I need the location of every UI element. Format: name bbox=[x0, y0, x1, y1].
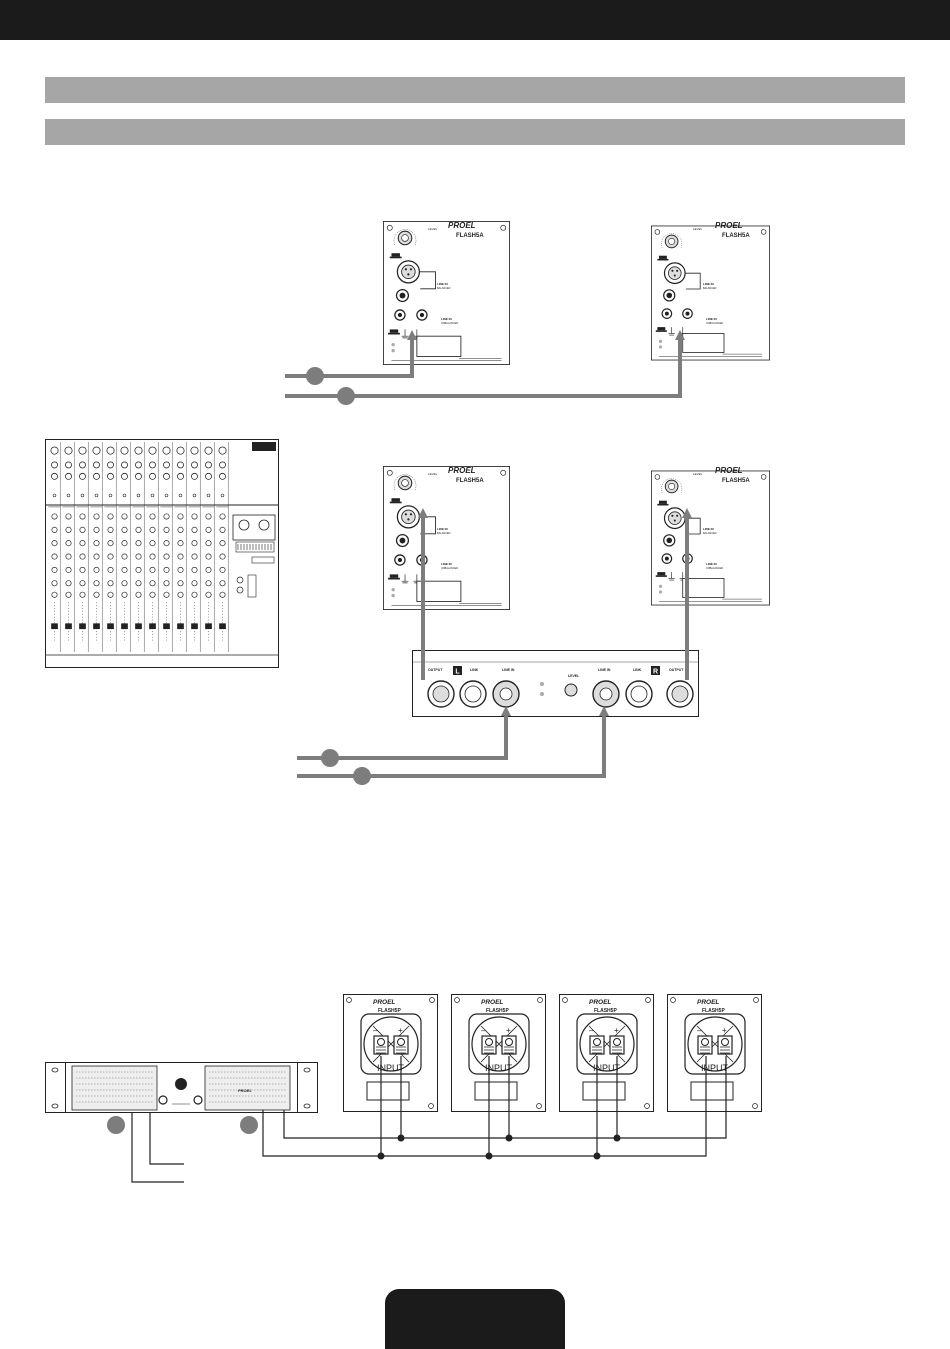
svg-text:BALANCED: BALANCED bbox=[703, 287, 717, 290]
arrow-icon bbox=[418, 508, 428, 518]
svg-text:UNBALANCED: UNBALANCED bbox=[441, 567, 458, 570]
speaker-brand: PROEL bbox=[481, 999, 503, 1006]
speaker-model: FLASH5A bbox=[456, 233, 484, 239]
cable-label-dot bbox=[240, 1116, 258, 1134]
arrow-icon bbox=[501, 706, 511, 716]
passive-speaker-4: PROEL FLASH5P – + INPUT bbox=[667, 994, 762, 1112]
passive-speaker-3: PROEL FLASH5P – + INPUT bbox=[559, 994, 654, 1112]
junction-dot bbox=[397, 1134, 405, 1142]
svg-text:+: + bbox=[722, 1026, 727, 1035]
junction-dot bbox=[593, 1152, 601, 1160]
svg-text:L: L bbox=[455, 669, 460, 676]
junction-dot bbox=[377, 1152, 385, 1160]
cables-top bbox=[285, 336, 682, 398]
speaker-brand: PROEL bbox=[589, 999, 611, 1006]
svg-text:LINE IN: LINE IN bbox=[706, 317, 717, 321]
svg-text:UNBALANCED: UNBALANCED bbox=[706, 322, 723, 325]
svg-text:R: R bbox=[653, 669, 658, 676]
speaker-left-middle: PROEL FLASH5A LEVEL LINE IN BALANCED LIN… bbox=[383, 465, 510, 611]
arrow-icon bbox=[682, 508, 692, 518]
speaker-model: FLASH5P bbox=[486, 1008, 509, 1014]
svg-text:LINK: LINK bbox=[470, 668, 479, 672]
svg-text:+: + bbox=[614, 1026, 619, 1035]
passive-speaker-2: PROEL FLASH5P – + INPUT bbox=[451, 994, 546, 1112]
svg-text:–: – bbox=[481, 1026, 486, 1035]
passive-speaker-1: PROEL FLASH5P – + INPUT bbox=[343, 994, 438, 1112]
junction-dot bbox=[485, 1152, 493, 1160]
speaker-right-top: PROEL FLASH5A LEVEL LINE IN BALANCED LIN… bbox=[651, 221, 770, 361]
svg-text:UNBALANCED: UNBALANCED bbox=[706, 567, 723, 570]
speaker-brand: PROEL bbox=[373, 999, 395, 1006]
svg-text:LINE IN: LINE IN bbox=[703, 527, 714, 531]
page-tab bbox=[385, 1289, 565, 1349]
input-label: INPUT bbox=[701, 1063, 729, 1073]
svg-text:PROEL: PROEL bbox=[238, 1088, 252, 1093]
svg-text:LINE IN: LINE IN bbox=[703, 282, 714, 286]
svg-text:LEVEL: LEVEL bbox=[693, 227, 703, 231]
cable-label-dot bbox=[306, 367, 324, 385]
speaker-brand: PROEL bbox=[448, 466, 476, 475]
svg-text:LEVEL: LEVEL bbox=[428, 227, 438, 231]
speaker-model: FLASH5P bbox=[594, 1008, 617, 1014]
speaker-brand: PROEL bbox=[697, 999, 719, 1006]
input-label: INPUT bbox=[593, 1063, 621, 1073]
svg-text:LINE IN: LINE IN bbox=[437, 282, 448, 286]
speaker-brand: PROEL bbox=[715, 466, 743, 475]
cables-middle bbox=[297, 515, 689, 778]
svg-text:OUTPUT: OUTPUT bbox=[669, 668, 684, 672]
arrow-icon bbox=[407, 330, 417, 340]
svg-text:+: + bbox=[398, 1026, 403, 1035]
svg-text:LINE IN: LINE IN bbox=[706, 562, 717, 566]
speaker-brand: PROEL bbox=[715, 221, 743, 230]
input-label: INPUT bbox=[377, 1063, 405, 1073]
svg-text:LEVEL: LEVEL bbox=[428, 472, 438, 476]
cable-label-dot bbox=[337, 387, 355, 405]
speaker-model: FLASH5A bbox=[722, 478, 750, 484]
speaker-model: FLASH5P bbox=[702, 1008, 725, 1014]
svg-text:OUTPUT: OUTPUT bbox=[428, 668, 443, 672]
speaker-model: FLASH5A bbox=[722, 233, 750, 239]
svg-text:LEVEL: LEVEL bbox=[693, 472, 703, 476]
cable-label-dot bbox=[321, 749, 339, 767]
svg-text:BALANCED: BALANCED bbox=[437, 287, 451, 290]
svg-text:LINE IN: LINE IN bbox=[502, 668, 515, 672]
svg-text:LEVEL: LEVEL bbox=[568, 674, 580, 678]
cable-label-dot bbox=[353, 767, 371, 785]
arrow-icon bbox=[599, 706, 609, 716]
svg-text:LINE IN: LINE IN bbox=[441, 317, 452, 321]
svg-text:UNBALANCED: UNBALANCED bbox=[441, 322, 458, 325]
svg-text:–: – bbox=[589, 1026, 594, 1035]
input-label: INPUT bbox=[485, 1063, 513, 1073]
svg-text:LINE IN: LINE IN bbox=[441, 562, 452, 566]
speaker-model: FLASH5P bbox=[378, 1008, 401, 1014]
interface-box: L R OUTPUT LINK LINE IN LINE IN LINK OUT… bbox=[412, 650, 699, 717]
power-amplifier: PROEL bbox=[45, 1062, 318, 1113]
arrow-icon bbox=[675, 330, 685, 340]
svg-text:LINE IN: LINE IN bbox=[437, 527, 448, 531]
mixer bbox=[45, 439, 279, 668]
section-bar bbox=[45, 77, 905, 103]
speaker-right-middle: PROEL FLASH5A LEVEL LINE IN BALANCED LIN… bbox=[651, 466, 770, 606]
svg-text:BALANCED: BALANCED bbox=[437, 532, 451, 535]
svg-text:+: + bbox=[506, 1026, 511, 1035]
svg-text:–: – bbox=[373, 1026, 378, 1035]
junction-dot bbox=[613, 1134, 621, 1142]
speaker-brand: PROEL bbox=[448, 221, 476, 230]
svg-text:–: – bbox=[697, 1026, 702, 1035]
subsection-bar bbox=[45, 119, 905, 145]
svg-text:LINK: LINK bbox=[633, 668, 642, 672]
junction-dot bbox=[505, 1134, 513, 1142]
speaker-model: FLASH5A bbox=[456, 478, 484, 484]
cable-label-dot bbox=[107, 1116, 125, 1134]
speaker-left-top: PROEL FLASH5A LEVEL LINE IN BALANCED LIN… bbox=[383, 220, 510, 366]
header-bar bbox=[0, 0, 950, 40]
svg-text:LINE IN: LINE IN bbox=[598, 668, 611, 672]
speaker-wiring bbox=[131, 1056, 727, 1183]
svg-text:BALANCED: BALANCED bbox=[703, 532, 717, 535]
